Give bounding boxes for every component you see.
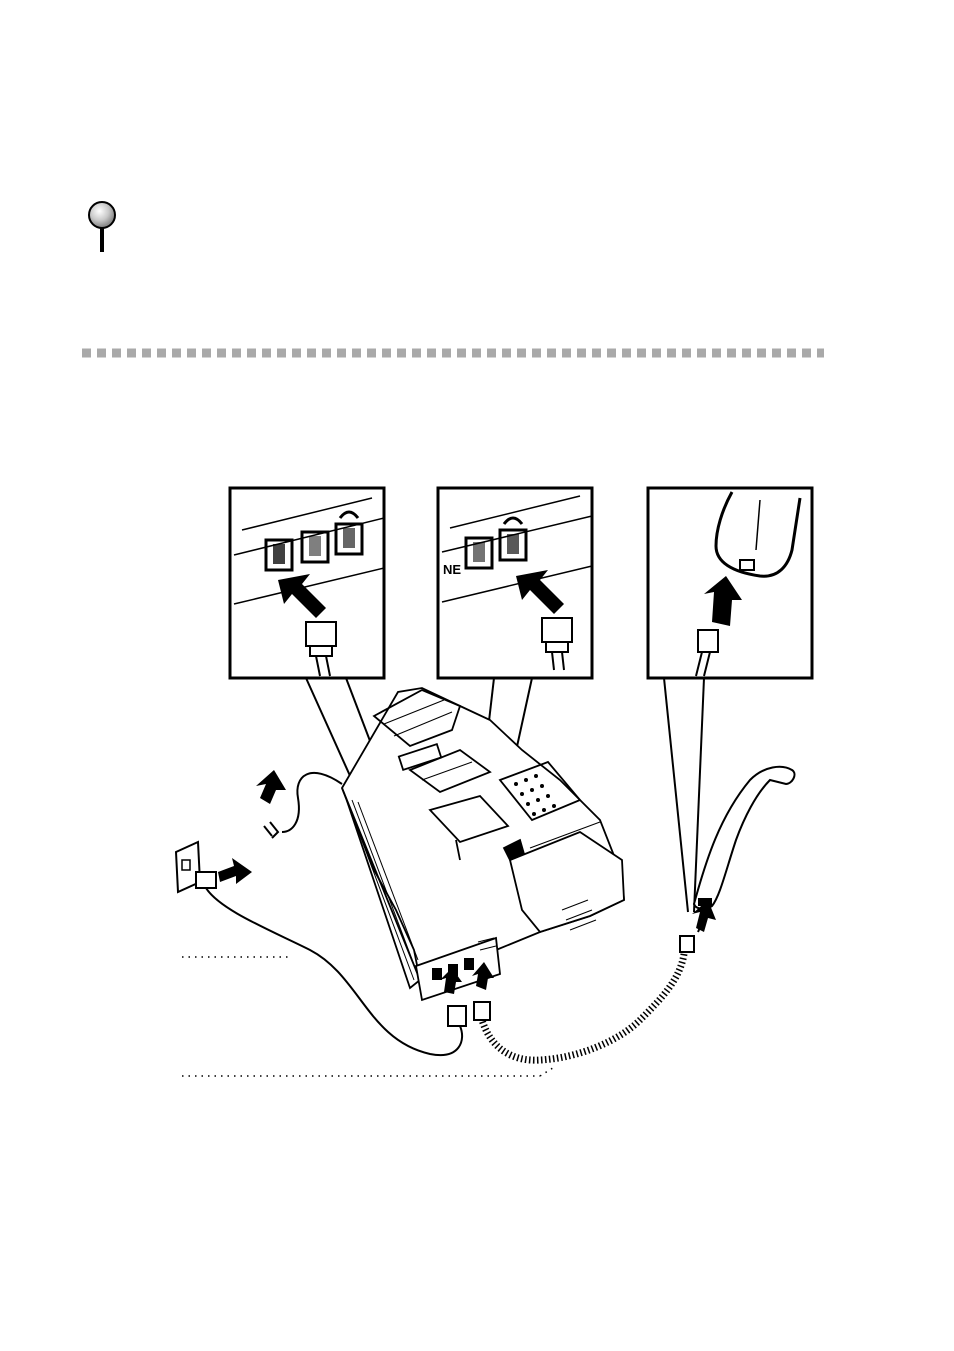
panel-2-label: NE bbox=[443, 562, 461, 577]
telephone-wall-jack bbox=[176, 842, 252, 892]
panel-line-jack bbox=[230, 488, 384, 678]
power-cord bbox=[256, 770, 342, 838]
fax-machine bbox=[342, 688, 624, 1000]
connection-diagram: NE bbox=[160, 480, 840, 1100]
magnifier-icon bbox=[84, 200, 120, 254]
curled-handset-cord bbox=[472, 954, 684, 1060]
panel-ext-jack: NE bbox=[438, 488, 592, 678]
section-divider bbox=[82, 347, 824, 359]
panel-handset-jack bbox=[648, 488, 812, 678]
